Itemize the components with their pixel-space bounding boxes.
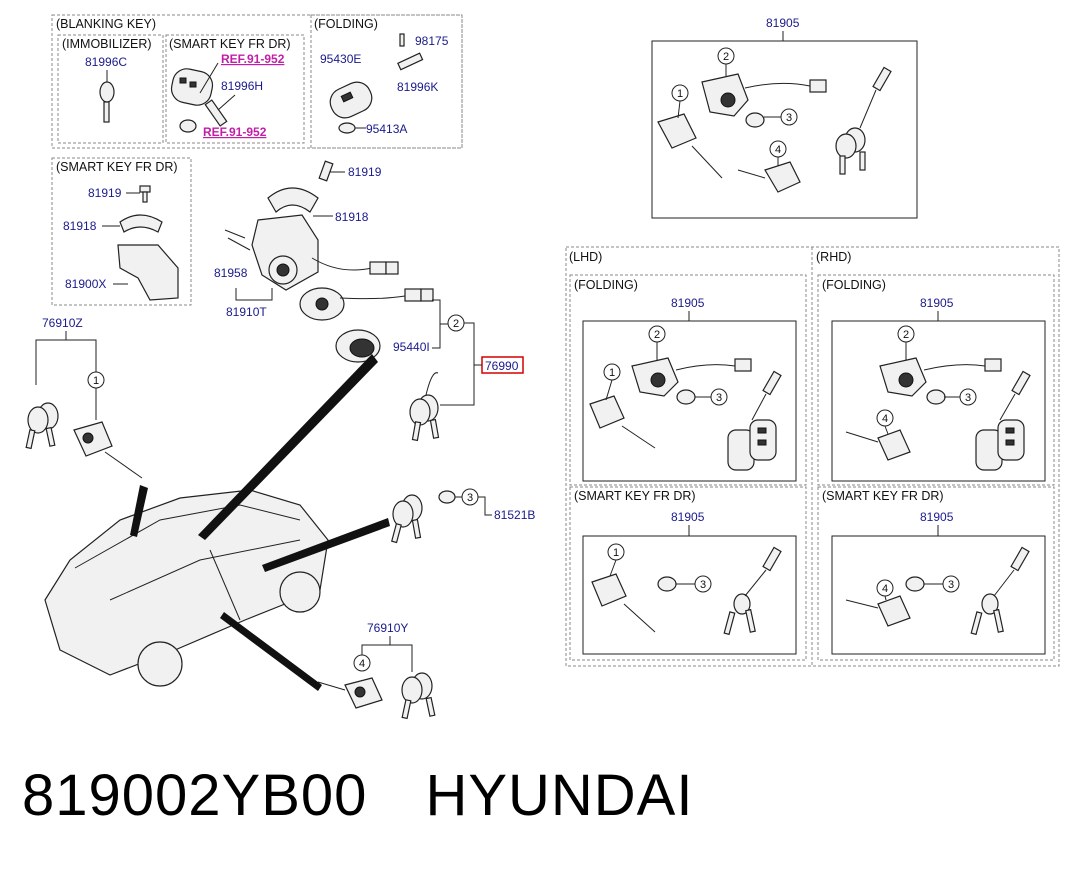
label-81905-rhd-folding: 81905 — [920, 296, 954, 310]
key-pair-drawing-trunk — [391, 494, 423, 544]
label-81918-a: 81918 — [63, 219, 97, 233]
immobilizer-header: (IMMOBILIZER) — [62, 37, 152, 51]
box-81905-rhd-smart — [831, 535, 1046, 655]
pointer-to-door-left — [130, 485, 148, 537]
key-pair-drawing-bottom — [401, 672, 436, 720]
smart-key-header-2: (SMART KEY FR DR) — [56, 160, 178, 174]
rhd-folding-header: (FOLDING) — [822, 278, 886, 292]
pointer-to-door-right — [220, 612, 322, 691]
immobilizer-box — [57, 34, 164, 144]
lhd-smart-key-box — [569, 486, 807, 661]
key-pair-drawing-left — [25, 402, 59, 450]
smart-key-group-box — [51, 157, 192, 306]
label-95430E: 95430E — [320, 52, 361, 66]
callout-3-lhd-smart: 3 — [700, 579, 706, 591]
callout-4-rhd-smart: 4 — [882, 583, 888, 595]
ref-91-952-b: REF.91-952 — [203, 125, 267, 139]
box-81905-rhd-folding — [831, 320, 1046, 482]
box-81905-lhd-folding — [582, 320, 797, 482]
label-95413A: 95413A — [366, 122, 407, 136]
rhd-header: (RHD) — [816, 250, 851, 264]
folding-box-1 — [310, 14, 463, 149]
lhd-folding-header: (FOLDING) — [574, 278, 638, 292]
label-81958: 81958 — [214, 266, 248, 280]
callout-1-lhd-smart: 1 — [613, 547, 619, 559]
lhd-folding-box — [569, 274, 807, 486]
box-81905-lhd-smart — [582, 535, 797, 655]
label-81905-top: 81905 — [766, 16, 800, 30]
label-76910Z: 76910Z — [42, 316, 83, 330]
lock-set-drawing-rhd-smart — [845, 546, 1030, 636]
callout-1-top: 1 — [677, 88, 683, 100]
part-number-footer: 819002YB00 HYUNDAI — [22, 762, 751, 829]
lock-set-drawing-rhd-folding — [845, 357, 1031, 471]
label-81919-b: 81919 — [348, 165, 382, 179]
footer-part-number: 819002YB00 — [22, 763, 368, 828]
label-76910Y: 76910Y — [367, 621, 408, 635]
parts-diagram: (BLANKING KEY) (IMMOBILIZER) (SMART KEY … — [25, 14, 1060, 720]
rhd-smart-key-header: (SMART KEY FR DR) — [822, 489, 944, 503]
smart-key-fob-drawing — [170, 62, 236, 133]
box-81905-top — [651, 40, 918, 219]
door-cylinder-drawing-bottom — [317, 677, 383, 709]
ignition-lock-drawing — [251, 214, 399, 291]
label-81918-b: 81918 — [335, 210, 369, 224]
callout-2-rhd-folding: 2 — [903, 329, 909, 341]
screw-drawing-1 — [139, 185, 151, 203]
callout-3-top: 3 — [786, 112, 792, 124]
trunk-cylinder-drawing — [438, 490, 456, 504]
lock-set-drawing-top — [657, 66, 892, 193]
ignition-body-drawing — [117, 244, 179, 301]
label-76990: 76990 — [485, 359, 519, 373]
callout-3-rhd-smart: 3 — [948, 579, 954, 591]
label-81900X: 81900X — [65, 277, 106, 291]
callout-3-lhd-folding: 3 — [716, 392, 722, 404]
bracket-drawing-2 — [267, 187, 319, 213]
pointer-to-trunk — [262, 518, 390, 572]
rhd-folding-box — [817, 274, 1055, 486]
screw-drawing-2 — [318, 160, 334, 182]
label-81905-rhd-smart: 81905 — [920, 510, 954, 524]
label-81905-lhd-smart: 81905 — [671, 510, 705, 524]
callout-2-top: 2 — [723, 51, 729, 63]
callout-1-left: 1 — [93, 375, 99, 387]
blank-key-drawing — [99, 81, 115, 123]
callout-3-rhd-folding: 3 — [965, 392, 971, 404]
label-81996C: 81996C — [85, 55, 127, 69]
label-81919-a: 81919 — [88, 186, 122, 200]
folding-header-1: (FOLDING) — [314, 17, 378, 31]
lhd-header: (LHD) — [569, 250, 602, 264]
callout-2-center: 2 — [453, 318, 459, 330]
callout-1-lhd-folding: 1 — [609, 367, 615, 379]
folding-fob-drawing — [329, 33, 424, 134]
label-81996K: 81996K — [397, 80, 438, 94]
footer-brand: HYUNDAI — [425, 763, 694, 828]
callout-4-top: 4 — [775, 144, 781, 156]
blanking-key-header: (BLANKING KEY) — [56, 17, 156, 31]
callout-3-trunk: 3 — [467, 492, 473, 504]
lhd-smart-key-header: (SMART KEY FR DR) — [574, 489, 696, 503]
lock-set-drawing-lhd-smart — [591, 546, 782, 636]
callout-4-rhd-folding: 4 — [882, 413, 888, 425]
label-81521B: 81521B — [494, 508, 535, 522]
bracket-drawing-1 — [119, 214, 163, 233]
key-pair-drawing-center — [409, 372, 440, 442]
smart-key-box-1 — [165, 34, 305, 144]
label-81905-lhd-folding: 81905 — [671, 296, 705, 310]
label-81910T: 81910T — [226, 305, 267, 319]
door-cylinder-drawing-left — [73, 421, 143, 479]
lock-set-drawing-lhd-folding — [589, 357, 782, 471]
label-98175: 98175 — [415, 34, 449, 48]
callout-2-lhd-folding: 2 — [654, 329, 660, 341]
ref-91-952-a: REF.91-952 — [221, 52, 285, 66]
pointer-to-ignition — [198, 354, 378, 540]
car-drawing — [44, 489, 329, 687]
callout-4-bottom: 4 — [359, 658, 365, 670]
immobilizer-coil-drawing — [299, 287, 434, 363]
rhd-smart-key-box — [817, 486, 1055, 661]
smart-key-header-1: (SMART KEY FR DR) — [169, 37, 291, 51]
label-95440I: 95440I — [393, 340, 430, 354]
label-81996H: 81996H — [221, 79, 263, 93]
